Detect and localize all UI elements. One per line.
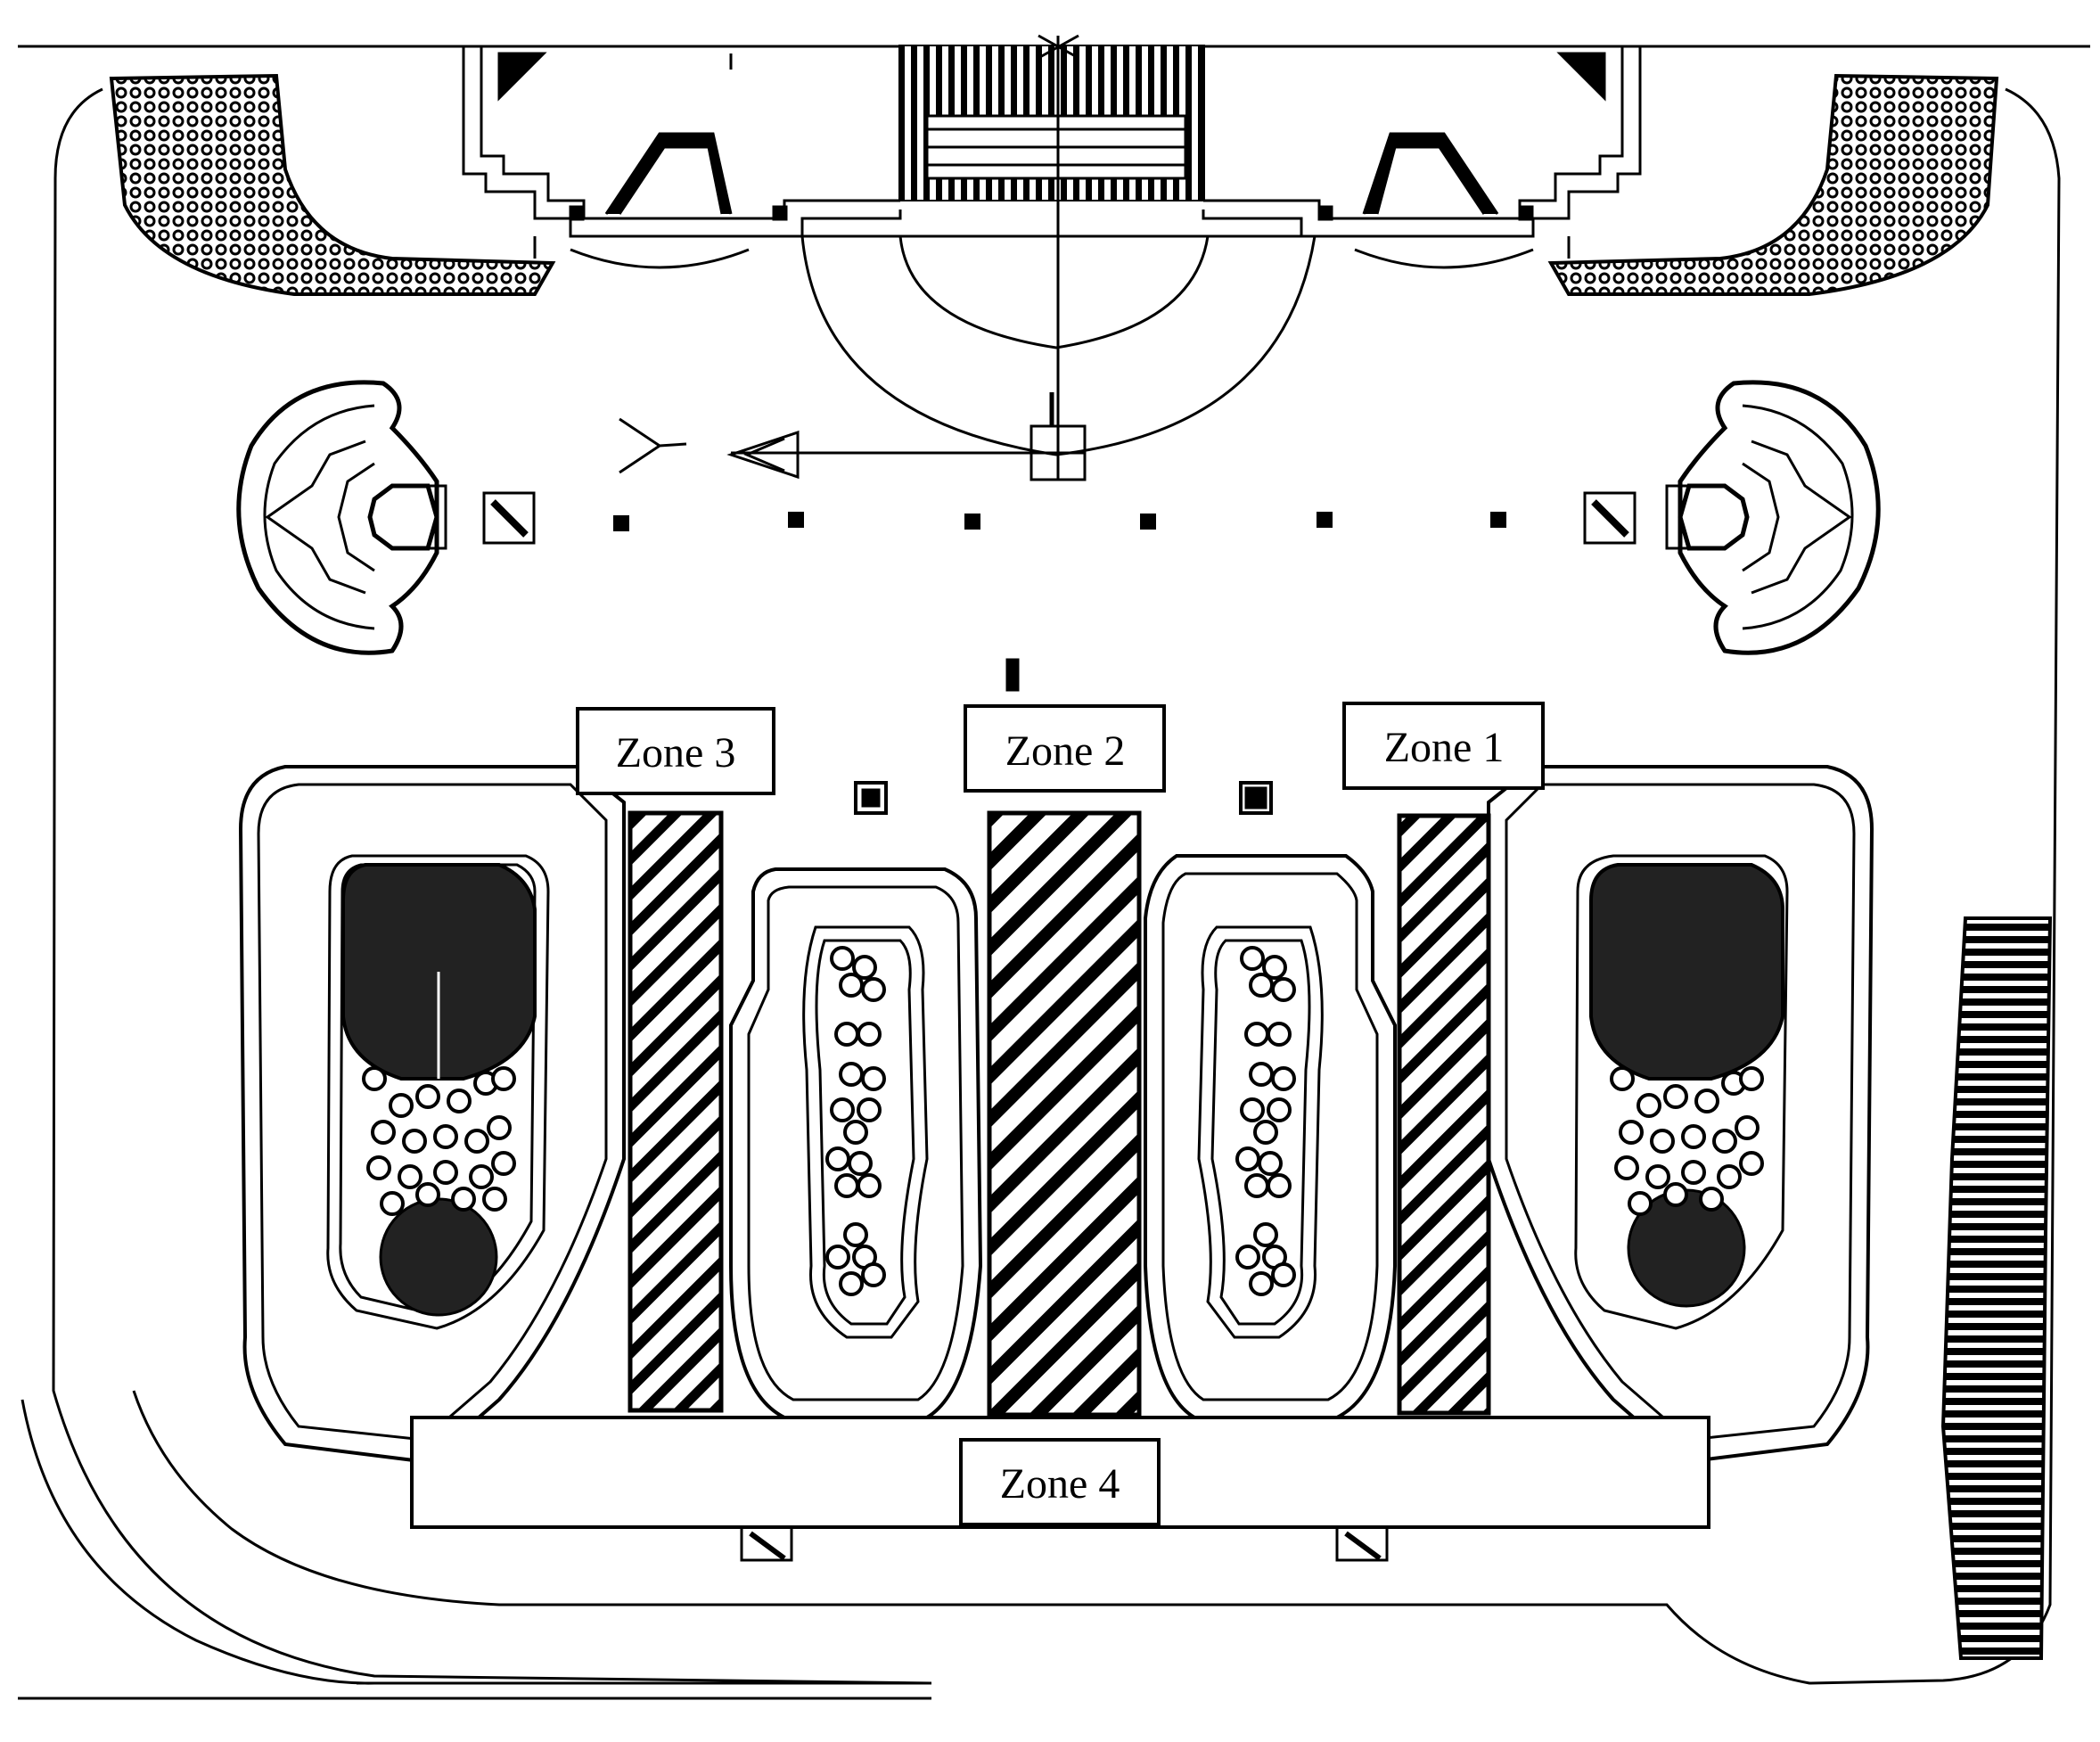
svg-text:Zone 3: Zone 3	[616, 729, 736, 777]
zone-1-label: Zone 1	[1342, 702, 1545, 790]
fountain-left	[236, 380, 447, 655]
ground-light-right	[1239, 781, 1273, 815]
bollard-row	[613, 512, 1506, 531]
fountain-right	[1665, 380, 1881, 655]
garden-bed-inner-right	[1144, 854, 1397, 1419]
svg-text:Zone 4: Zone 4	[1000, 1460, 1120, 1508]
ground-light-left	[854, 781, 888, 815]
light-post-left	[482, 491, 536, 545]
zone-3-area	[628, 810, 724, 1413]
garden-bed-outer-right	[1487, 765, 1874, 1465]
light-post-right	[1583, 491, 1637, 545]
zone-1-area	[1397, 813, 1491, 1416]
side-stairs	[1940, 916, 2053, 1660]
dark-planter-right	[1589, 863, 1784, 1081]
entrance-arc-outer	[800, 235, 1317, 456]
garden-bed-outer-left	[238, 765, 626, 1465]
site-boundary	[52, 87, 932, 1685]
zone-2-area	[987, 810, 1142, 1417]
corner-shrub-left	[109, 73, 556, 296]
zone-3-label: Zone 3	[576, 707, 775, 795]
corner-shrub-right	[1547, 73, 1999, 296]
tree-canopy-left	[379, 1197, 498, 1317]
zone-2-label: Zone 2	[964, 704, 1166, 793]
garden-bed-inner-left	[729, 867, 983, 1419]
flower-cluster-left	[362, 1066, 516, 1216]
svg-text:Zone 1: Zone 1	[1384, 724, 1505, 771]
svg-text:Zone 2: Zone 2	[1005, 727, 1126, 775]
zone-4-label: Zone 4	[959, 1438, 1161, 1526]
flower-cluster-right	[1610, 1066, 1764, 1216]
building	[462, 45, 1642, 269]
